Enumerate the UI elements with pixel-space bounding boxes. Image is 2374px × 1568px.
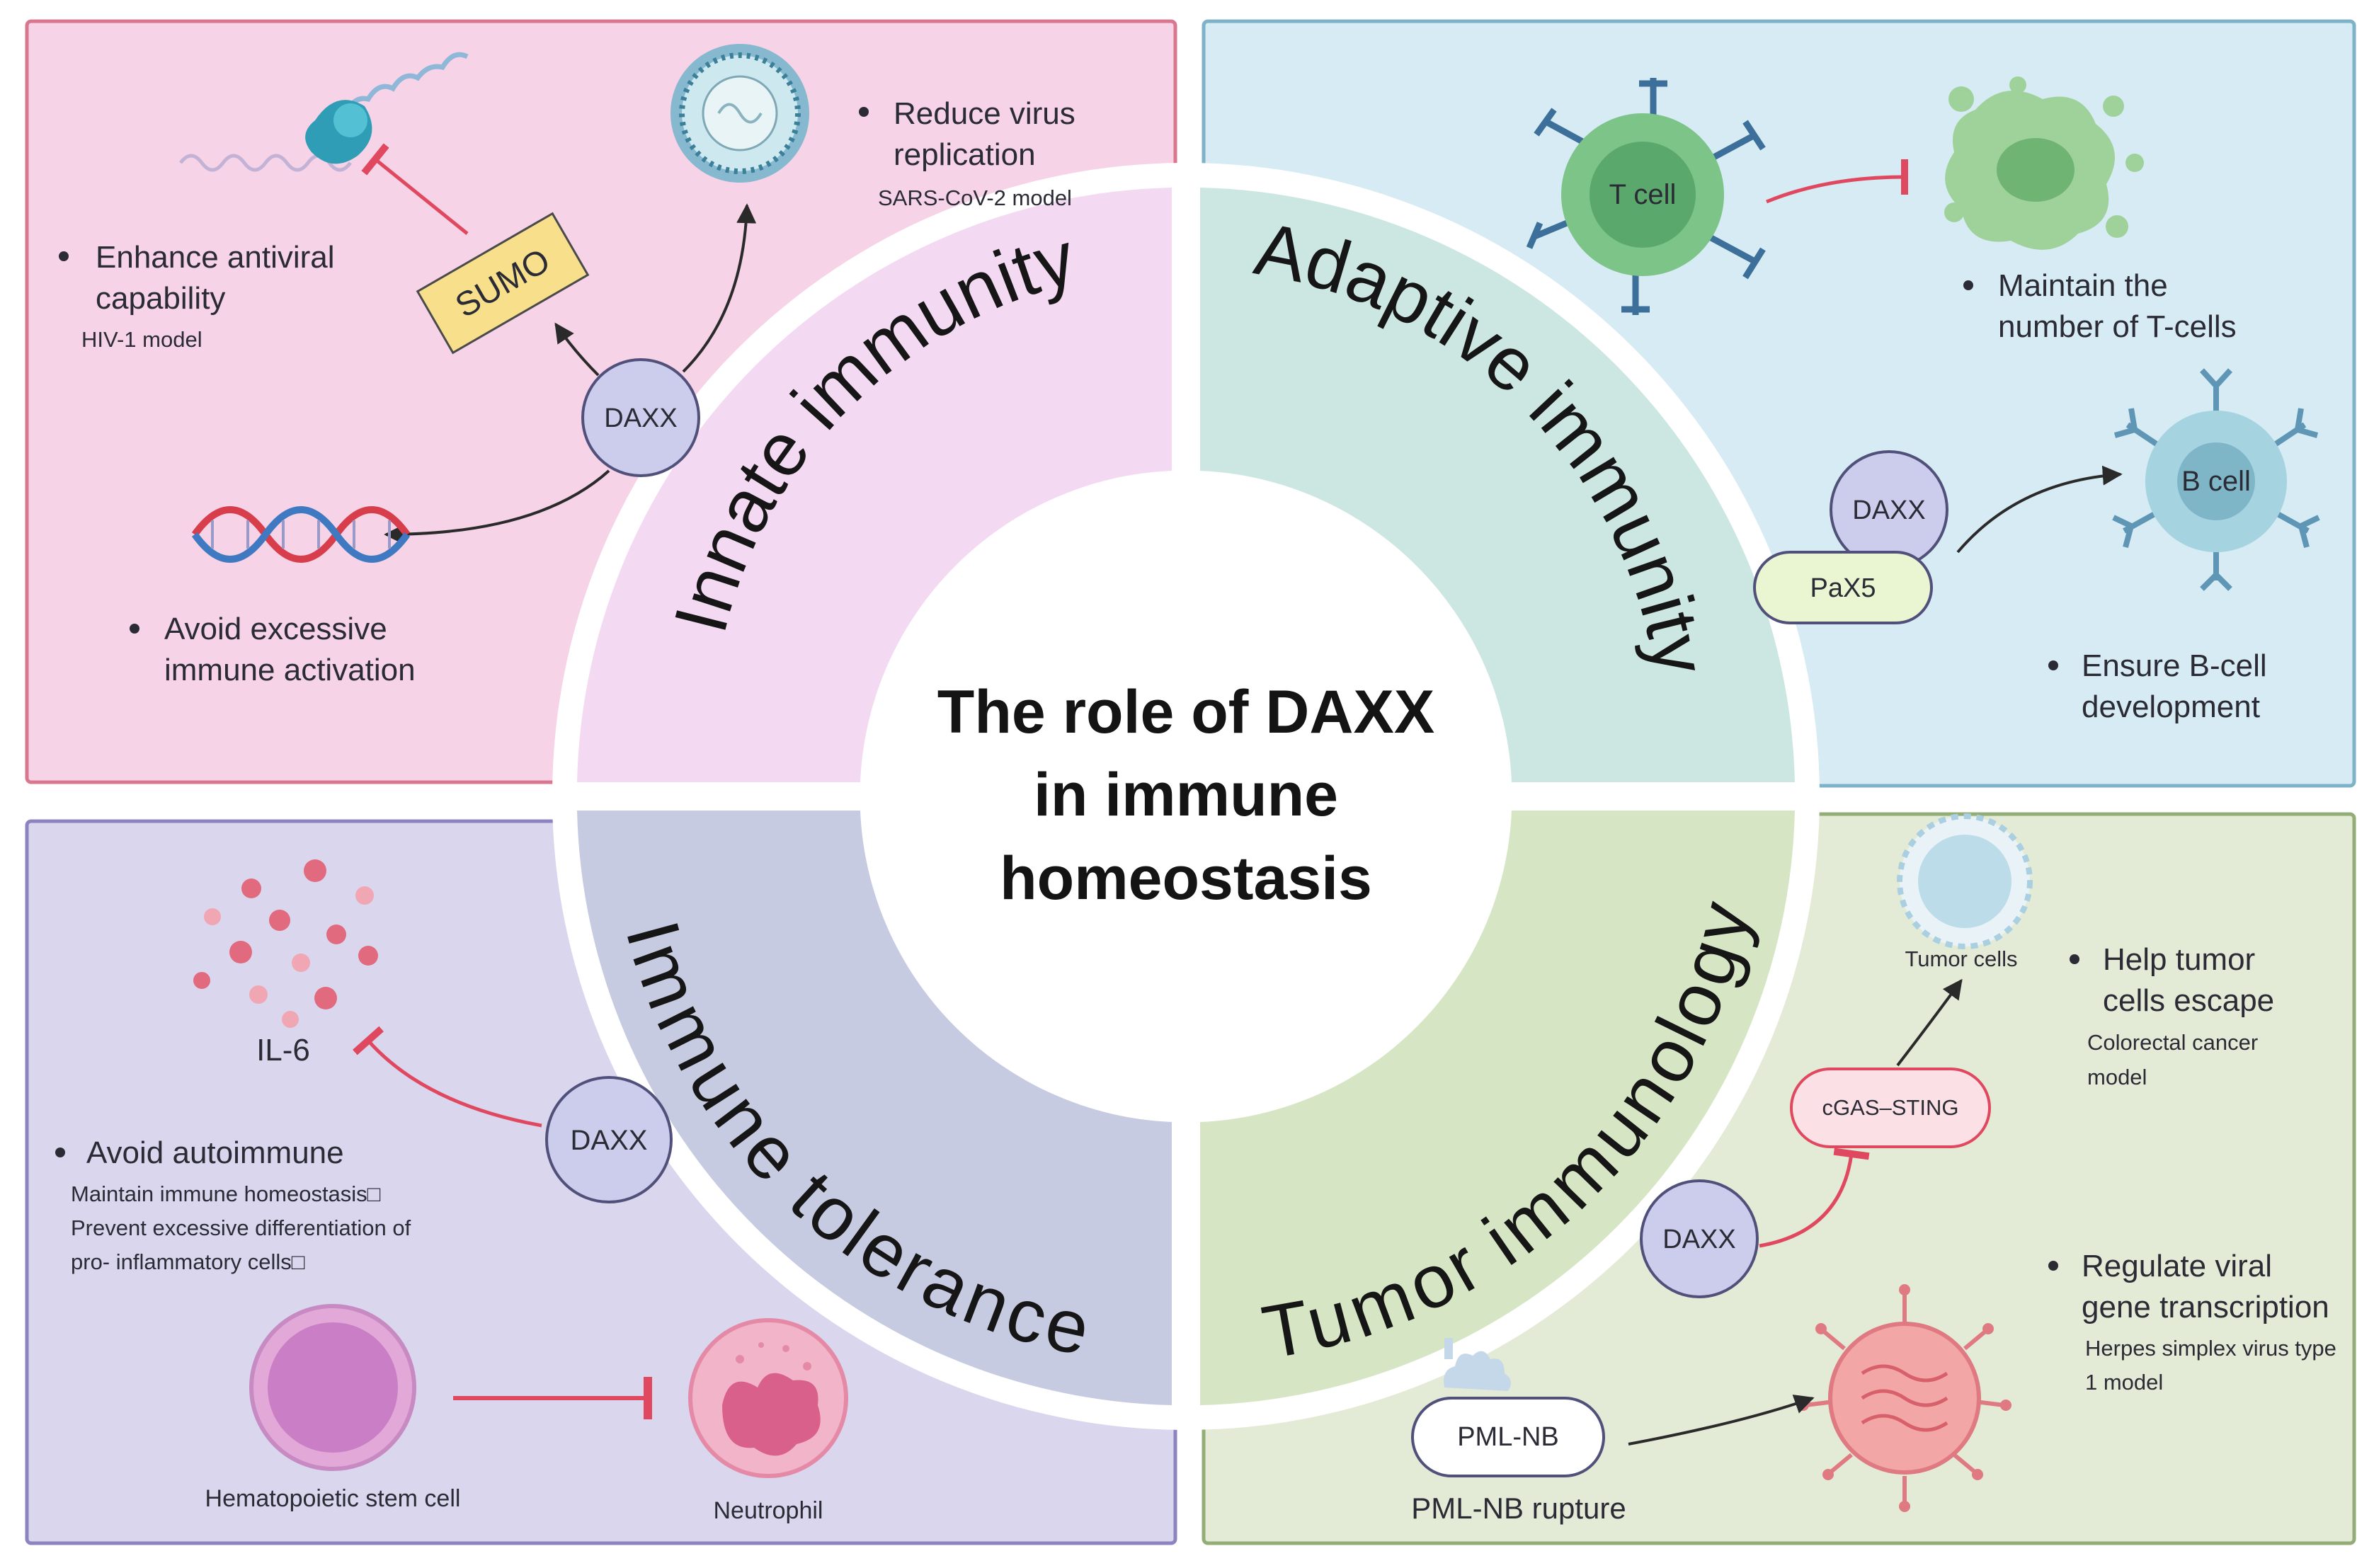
tumor-bullet-2-note-1: Herpes simplex virus type xyxy=(2085,1336,2336,1361)
innate-bullet-1-line-1: Reduce virus xyxy=(894,96,1075,131)
daxx-node-innate xyxy=(581,358,700,477)
arrow-cgas-to-tumor xyxy=(1896,978,1963,1067)
tumor-bullet-1-note-1: Colorectal cancer xyxy=(2087,1030,2258,1055)
diagram-title-line-3: homeostasis xyxy=(1000,845,1372,912)
ring xyxy=(552,163,1820,1430)
innate-bullet-2-line-1: Enhance antiviral xyxy=(96,240,335,275)
cgas-sting-label: cGAS–STING xyxy=(1822,1095,1959,1120)
neutrophil-label: Neutrophil xyxy=(714,1497,823,1524)
il6-label: IL-6 xyxy=(256,1033,310,1068)
cgas-sting-box xyxy=(1790,1068,1991,1148)
adaptive-bullet-1-line-2: number of T-cells xyxy=(1998,309,2237,344)
neutrophil-icon xyxy=(688,1318,848,1478)
t-cell-inhibit-arrow xyxy=(1766,159,1909,204)
ring-segment-tolerance xyxy=(577,811,1172,1405)
pml-nb-label: PML-NB xyxy=(1457,1422,1559,1452)
tolerance-note-2: Prevent excessive differentiation of xyxy=(71,1215,411,1240)
innate-bullet-2-note: HIV-1 model xyxy=(81,327,202,352)
dna-icon xyxy=(191,506,411,563)
tolerance-bullet-line-1: Avoid autoimmune xyxy=(86,1135,344,1170)
virus-icon xyxy=(670,44,809,183)
sumo-inhibit-arrow xyxy=(361,143,469,235)
innate-bullet-1-line-2: replication xyxy=(894,137,1036,172)
hsc-label: Hematopoietic stem cell xyxy=(205,1485,461,1512)
daxx-inhibit-il6-arrow xyxy=(352,1026,542,1128)
tumor-bullet-1-note-2: model xyxy=(2087,1065,2147,1089)
daxx-node-tolerance xyxy=(545,1076,673,1203)
t-cell-icon: T cell xyxy=(1526,78,1766,315)
center-circle xyxy=(871,481,1501,1111)
pml-nb-rupture-caption: PML-NB rupture xyxy=(1411,1492,1626,1525)
pml-nb-box xyxy=(1411,1397,1605,1477)
apoptotic-cell-icon xyxy=(1944,76,2144,250)
innate-bullet-3-line-1: Avoid excessive xyxy=(164,612,387,646)
diagram-title-line-2: in immune xyxy=(1034,761,1338,829)
arrow-daxx-to-b-cell xyxy=(1956,465,2123,554)
tumor-cells-label: Tumor cells xyxy=(1905,946,2017,971)
ring-segment-tumor xyxy=(1200,811,1795,1405)
adaptive-bullet-2-line-2: development xyxy=(2082,689,2260,724)
protein-icon xyxy=(179,52,469,172)
ring-segment-adaptive xyxy=(1200,188,1795,782)
arrow-daxx-to-virus xyxy=(682,203,757,373)
b-cell-icon: B cell xyxy=(2112,368,2320,591)
daxx-label-adaptive: DAXX xyxy=(1852,496,1925,525)
tumor-bullet-2-line-1: Regulate viral xyxy=(2082,1249,2272,1283)
adaptive-bullet-1-line-1: Maintain the xyxy=(1998,268,2168,303)
ring-segment-innate xyxy=(577,188,1172,782)
tumor-bullet-2-note-2: 1 model xyxy=(2085,1370,2163,1395)
b-cell-label: B cell xyxy=(2181,466,2251,497)
pml-nb-rupture-icon xyxy=(1444,1338,1511,1391)
herpes-virus-icon xyxy=(1798,1284,2011,1512)
daxx-label-innate: DAXX xyxy=(604,404,677,433)
arrow-daxx-to-sumo xyxy=(554,322,600,377)
pax5-box xyxy=(1753,551,1933,624)
il6-cytokine-icon xyxy=(193,859,378,1028)
tolerance-note-1: Maintain immune homeostasis□ xyxy=(71,1181,381,1206)
diagram-title-line-1: The role of DAXX xyxy=(937,678,1434,746)
tolerance-content: IL-6 DAXX Avoid autoimmune Maintain immu… xyxy=(55,859,848,1524)
arrow-pml-to-virus xyxy=(1628,1395,1815,1446)
t-cell-label: T cell xyxy=(1609,179,1677,210)
daxx-node-tumor xyxy=(1640,1179,1759,1298)
adaptive-content: T cell Maintain the number of T-cells DA… xyxy=(1526,76,2320,724)
innate-bullet-1-note: SARS-CoV-2 model xyxy=(878,185,1072,210)
tumor-cell-icon xyxy=(1897,813,2033,949)
daxx-inhibit-cgas-arrow xyxy=(1759,1148,1870,1248)
daxx-label-tumor: DAXX xyxy=(1662,1225,1735,1254)
arrow-daxx-to-dna xyxy=(384,469,610,544)
adaptive-bullet-2-line-1: Ensure B-cell xyxy=(2082,648,2267,683)
daxx-label-tolerance: DAXX xyxy=(571,1125,648,1156)
pax5-label: PaX5 xyxy=(1810,573,1876,603)
tumor-bullet-2-line-2: gene transcription xyxy=(2082,1290,2329,1324)
innate-bullet-2-line-2: capability xyxy=(96,281,225,316)
tumor-bullet-1-line-1: Help tumor xyxy=(2103,942,2255,977)
hematopoietic-stem-cell-icon xyxy=(249,1304,416,1471)
tumor-bullet-1-line-2: cells escape xyxy=(2103,983,2274,1018)
innate-content: SUMO DAXX Reduce virus r xyxy=(59,44,1075,687)
tumor-content: Tumor cells Help tumor cells escape Colo… xyxy=(1411,813,2336,1525)
tolerance-note-3: pro- inflammatory cells□ xyxy=(71,1249,305,1274)
innate-bullet-3-line-2: immune activation xyxy=(164,653,416,687)
